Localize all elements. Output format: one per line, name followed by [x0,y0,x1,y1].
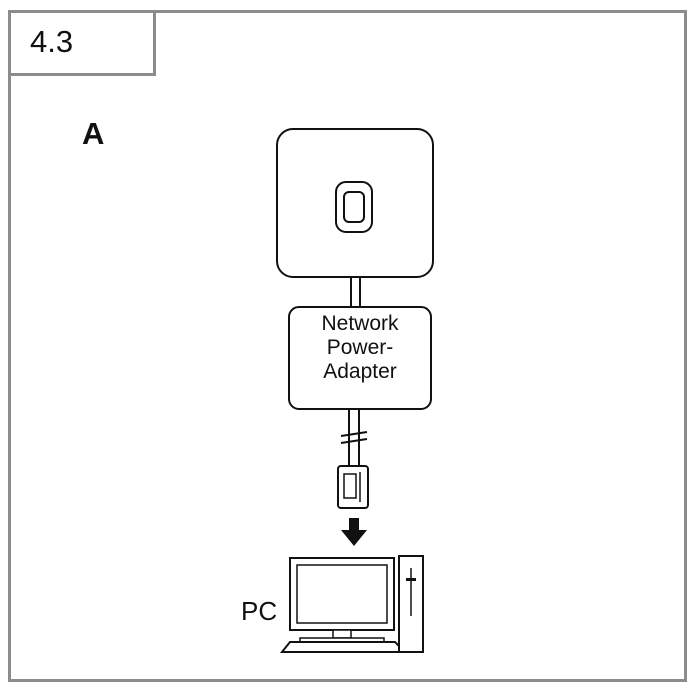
wall-unit-icon [276,128,434,278]
network-cable [340,409,368,468]
adapter-label-line3: Adapter [323,360,397,383]
rj45-plug-icon [337,465,369,509]
adapter-label-line2: Power- [326,336,394,359]
pc-icon [279,555,424,653]
down-arrow-icon [341,518,367,546]
adapter-label: Network Power- Adapter [289,312,431,384]
step-number: 4.3 [30,24,74,59]
adapter-label-line1: Network [321,312,399,335]
panel-letter: A [82,116,105,151]
upper-cable [350,277,361,307]
pc-label: PC [241,596,278,626]
step-number-box [8,10,156,76]
